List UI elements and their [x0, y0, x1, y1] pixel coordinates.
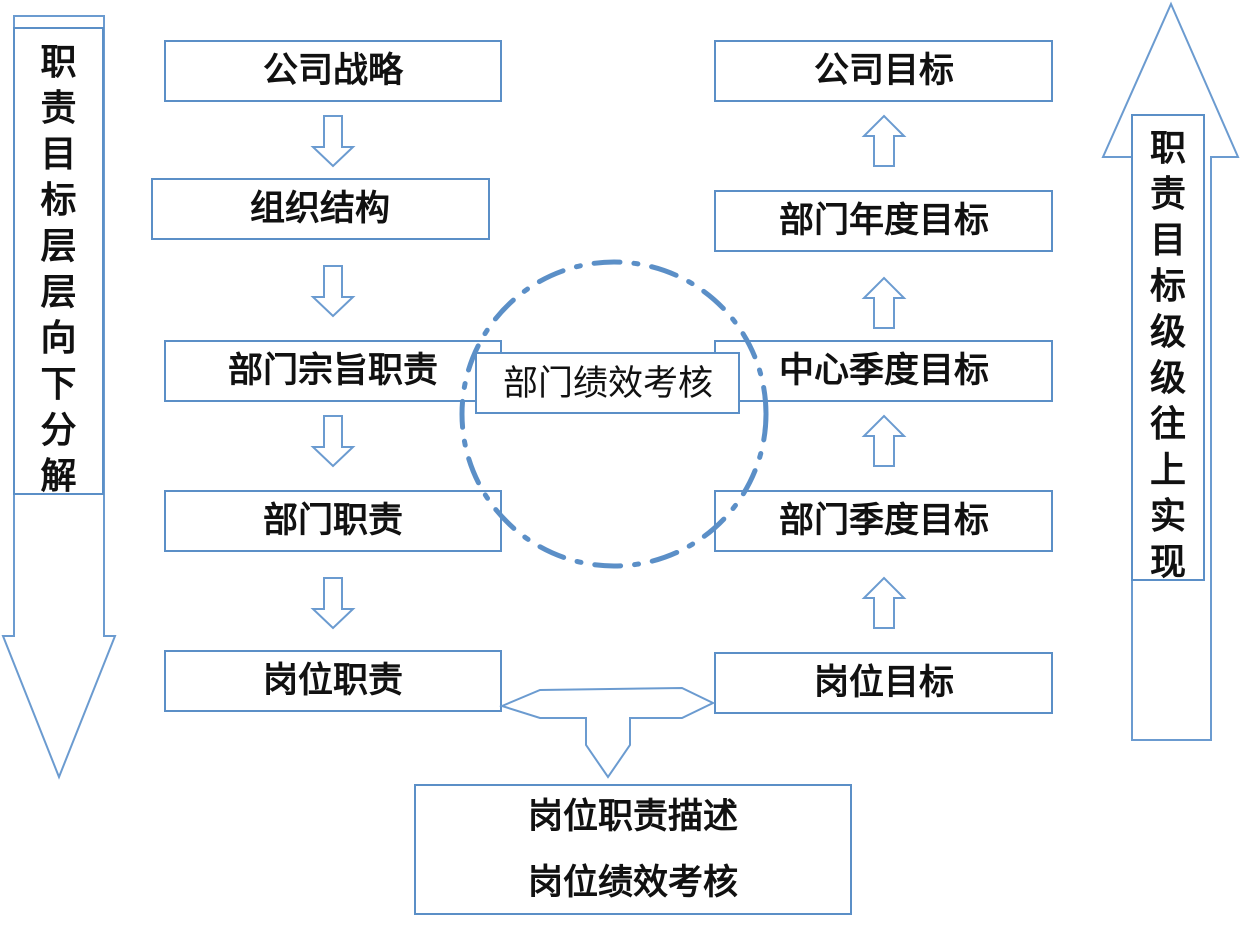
right-column: 公司目标 部门年度目标 中心季度目标 部门季度目标 岗位目标 — [714, 40, 1053, 714]
merge-arrow — [499, 686, 716, 779]
left-column: 公司战略 组织结构 部门宗旨职责 部门职责 岗位职责 — [151, 40, 502, 712]
post-performance-review-label: 岗位绩效考核 — [528, 863, 738, 903]
dept-quarter-goal-label: 部门季度目标 — [779, 501, 989, 541]
down-arrow-2 — [310, 265, 356, 318]
down-arrow-1 — [310, 115, 356, 168]
right-up-arrow: 职责目标级级往上实现 — [1101, 1, 1240, 741]
dashed-circle — [459, 259, 769, 569]
company-strategy-box: 公司战略 — [164, 40, 502, 102]
left-column-arrows — [310, 115, 356, 630]
company-goal-box: 公司目标 — [714, 40, 1053, 102]
left-vertical-text: 职责目标层层向下分解 — [40, 42, 76, 497]
post-duty-label: 岗位职责 — [263, 661, 403, 701]
post-goal-label: 岗位目标 — [814, 663, 954, 703]
dept-annual-goal-box: 部门年度目标 — [714, 190, 1053, 252]
bottom-box: 岗位职责描述 岗位绩效考核 — [414, 784, 852, 915]
post-goal-box: 岗位目标 — [714, 652, 1053, 714]
dept-annual-goal-label: 部门年度目标 — [779, 201, 989, 241]
right-column-arrows — [861, 114, 907, 629]
left-down-arrow: 职责目标层层向下分解 — [1, 15, 117, 780]
org-structure-label: 组织结构 — [250, 189, 390, 229]
org-structure-box: 组织结构 — [151, 178, 490, 240]
company-strategy-label: 公司战略 — [263, 51, 404, 91]
up-arrow-3 — [861, 414, 907, 467]
down-arrow-3 — [310, 415, 356, 468]
company-goal-label: 公司目标 — [814, 51, 954, 91]
center-quarter-goal-box: 中心季度目标 — [714, 340, 1053, 402]
up-arrow-2 — [861, 276, 907, 329]
dept-performance-review-label: 部门绩效考核 — [503, 364, 713, 404]
dept-duty-label: 部门职责 — [263, 501, 403, 541]
dept-duty-box: 部门职责 — [164, 490, 502, 552]
down-arrow-4 — [310, 577, 356, 630]
up-arrow-1 — [861, 114, 907, 167]
post-duty-description-label: 岗位职责描述 — [528, 797, 738, 837]
up-arrow-4 — [861, 576, 907, 629]
post-duty-box: 岗位职责 — [164, 650, 502, 712]
center-review: 部门绩效考核 — [459, 259, 769, 569]
right-vertical-text: 职责目标级级往上实现 — [1150, 128, 1186, 583]
center-quarter-goal-label: 中心季度目标 — [779, 351, 989, 391]
dept-mission-label: 部门宗旨职责 — [228, 350, 438, 391]
dept-quarter-goal-box: 部门季度目标 — [714, 490, 1053, 552]
dept-mission-box: 部门宗旨职责 — [164, 340, 502, 402]
